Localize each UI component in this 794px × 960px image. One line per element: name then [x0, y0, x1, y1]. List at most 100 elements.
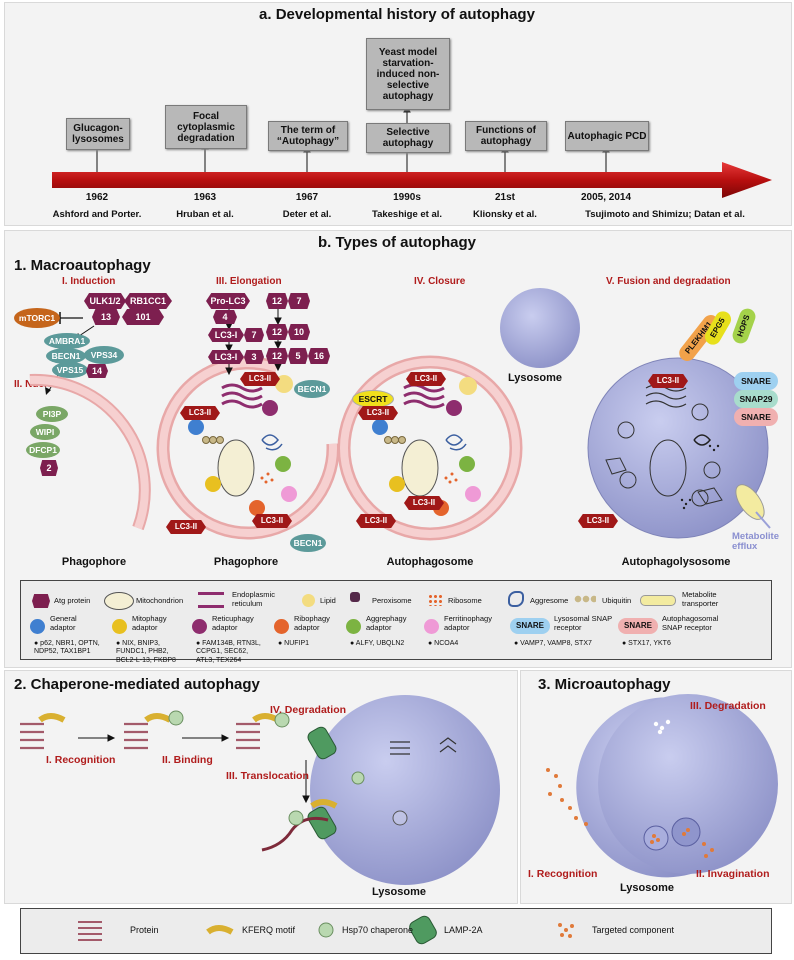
peroxisome-icon — [350, 592, 360, 602]
author-1963: Hruban et al. — [176, 209, 234, 220]
ribosome-icon — [428, 594, 442, 606]
lc3-ii-fusion-bottom: LC3-II — [578, 514, 618, 528]
atg14-protein: 14 — [86, 364, 108, 378]
atg5-protein: 5 — [288, 348, 308, 364]
hsp70-icon — [318, 922, 334, 938]
author-21st: Klionsky et al. — [473, 209, 537, 220]
year-2005: 2005, 2014 — [580, 192, 632, 203]
bottom-legend-lamp2a: LAMP-2A — [444, 925, 483, 935]
lc3-ii-elongation-top: LC3-II — [240, 372, 280, 386]
pi3p-lipid: PI3P — [36, 406, 68, 422]
legend-ubiquitin: Ubiquitin — [602, 596, 632, 605]
cma-step-binding: II. Binding — [162, 754, 213, 766]
year-1990s: 1990s — [393, 192, 421, 203]
adaptor-icon — [112, 619, 127, 634]
atg7-protein-2: 7 — [288, 293, 310, 309]
becn1-elongation-bottom: BECN1 — [290, 534, 326, 552]
lc3-ii-closure-top: LC3-II — [406, 372, 446, 386]
micro-step-recognition: I. Recognition — [528, 868, 598, 880]
ulk-protein: ULK1/2 — [84, 293, 126, 309]
metabolite-efflux-label: Metabolite efflux — [732, 531, 779, 553]
adaptor-legend-items: ● NIX, BNIP3, FUNDC1, PHB2, BCL2-L-13, F… — [116, 640, 176, 664]
lc3-i-protein-2: LC3-I — [208, 350, 244, 364]
atg16-protein: 16 — [308, 348, 330, 364]
bottom-legend-protein: Protein — [130, 925, 159, 935]
snare-badge-icon: SNARE — [618, 618, 658, 634]
legend-mitochondrion: Mitochondrion — [136, 596, 184, 605]
stage-induction: I. Induction — [62, 276, 116, 287]
snare-badge-icon: SNARE — [510, 618, 550, 634]
legend-peroxisome: Peroxisome — [372, 596, 412, 605]
year-1962: 1962 — [85, 192, 109, 203]
adaptor-legend-items: ● VAMP7, VAMP8, STX7 — [514, 640, 592, 647]
adaptor-icon — [346, 619, 361, 634]
lc3-ii-fusion-top: LC3-II — [648, 374, 688, 388]
adaptor-legend-label: Ribophagy adaptor — [294, 614, 330, 632]
kferq-icon — [206, 925, 234, 935]
legend-atg-protein: Atg protein — [54, 596, 91, 605]
becn1-elongation-top: BECN1 — [294, 380, 330, 398]
atg12-protein-2: 12 — [266, 324, 288, 340]
adaptor-icon — [30, 619, 45, 634]
ubiquitin-icon — [574, 595, 596, 603]
author-2005: Tsujimoto and Shimizu; Datan et al. — [585, 209, 745, 220]
atg13-protein: 13 — [92, 309, 120, 325]
panel-a-title: a. Developmental history of autophagy — [259, 6, 535, 23]
adaptor-legend-label: Mitophagy adaptor — [132, 614, 167, 632]
adaptor-legend-items: ● NCOA4 — [428, 640, 459, 647]
lc3-ii-closure-bottom: LC3-II — [356, 514, 396, 528]
lc3-ii-elongation-bottom: LC3-II — [166, 520, 206, 534]
aggresome-icon — [508, 591, 524, 607]
atg7-protein-1: 7 — [244, 328, 264, 342]
legend-lipid: Lipid — [320, 596, 336, 605]
cma-step-translocation: III. Translocation — [226, 770, 309, 782]
lipid-icon — [302, 594, 315, 607]
rb1cc1-protein: RB1CC1 — [124, 293, 172, 309]
event-box-1962: Glucagon-lysosomes — [66, 118, 130, 150]
adaptor-icon — [274, 619, 289, 634]
panel-b-title: b. Types of autophagy — [317, 234, 477, 251]
event-box-1990s-top: Yeast model starvation-induced non-selec… — [366, 38, 450, 110]
adaptor-legend-label: Ferritinophagy adaptor — [444, 614, 492, 632]
er-icon — [198, 592, 224, 608]
vps34-protein: VPS34 — [84, 346, 124, 364]
micro-lysosome-label: Lysosome — [620, 882, 675, 894]
adaptor-legend-label: Lysosomal SNAP receptor — [554, 614, 612, 632]
atg-protein-icon — [32, 594, 50, 608]
event-box-1963: Focal cytoplasmic degradation — [165, 105, 247, 149]
dfcp1-protein: DFCP1 — [26, 442, 60, 458]
cma-title: 2. Chaperone-mediated autophagy — [14, 676, 260, 693]
snare-lysosomal: SNARE — [734, 372, 778, 390]
legend-aggresome: Aggresome — [530, 596, 569, 605]
stage-closure: IV. Closure — [414, 276, 466, 287]
legend-ribosome: Ribosome — [448, 596, 482, 605]
vps15-protein: VPS15 — [52, 362, 88, 378]
adaptor-legend-items: ● p62, NBR1, OPTN, NDP52, TAX1BP1 — [34, 640, 100, 656]
protein-icon — [78, 921, 102, 941]
micro-title: 3. Microautophagy — [538, 676, 671, 693]
atg2-protein: 2 — [40, 460, 58, 476]
atg4-protein: 4 — [213, 310, 237, 324]
cma-step-degradation: IV. Degradation — [270, 704, 347, 716]
year-1963: 1963 — [193, 192, 217, 203]
event-box-1967: The term of “Autophagy” — [268, 121, 348, 151]
pro-lc3-protein: Pro-LC3 — [206, 293, 250, 309]
adaptor-legend-items: ● NUFIP1 — [278, 640, 310, 647]
wipi-protein: WIPI — [30, 424, 60, 440]
stage-elongation: III. Elongation — [216, 276, 282, 287]
bottom-legend-targeted: Targeted component — [592, 925, 675, 935]
snap29-protein: SNAP29 — [734, 390, 778, 408]
transporter-icon — [640, 595, 676, 606]
atg12-protein-1: 12 — [266, 293, 288, 309]
becn1-protein: BECN1 — [46, 348, 86, 364]
year-1967: 1967 — [295, 192, 319, 203]
cma-step-recognition: I. Recognition — [46, 754, 116, 766]
autophagosome-label: Autophagosome — [386, 556, 474, 568]
author-1990s: Takeshige et al. — [371, 209, 443, 220]
targeted-icon — [558, 923, 574, 938]
adaptor-legend-label: Autophagosomal SNAP receptor — [662, 614, 719, 632]
lc3-ii-elongation-inner: LC3-II — [252, 514, 292, 528]
macro-title: 1. Macroautophagy — [14, 257, 151, 274]
ambra1-protein: AMBRA1 — [44, 333, 90, 349]
adaptor-legend-label: General adaptor — [50, 614, 77, 632]
